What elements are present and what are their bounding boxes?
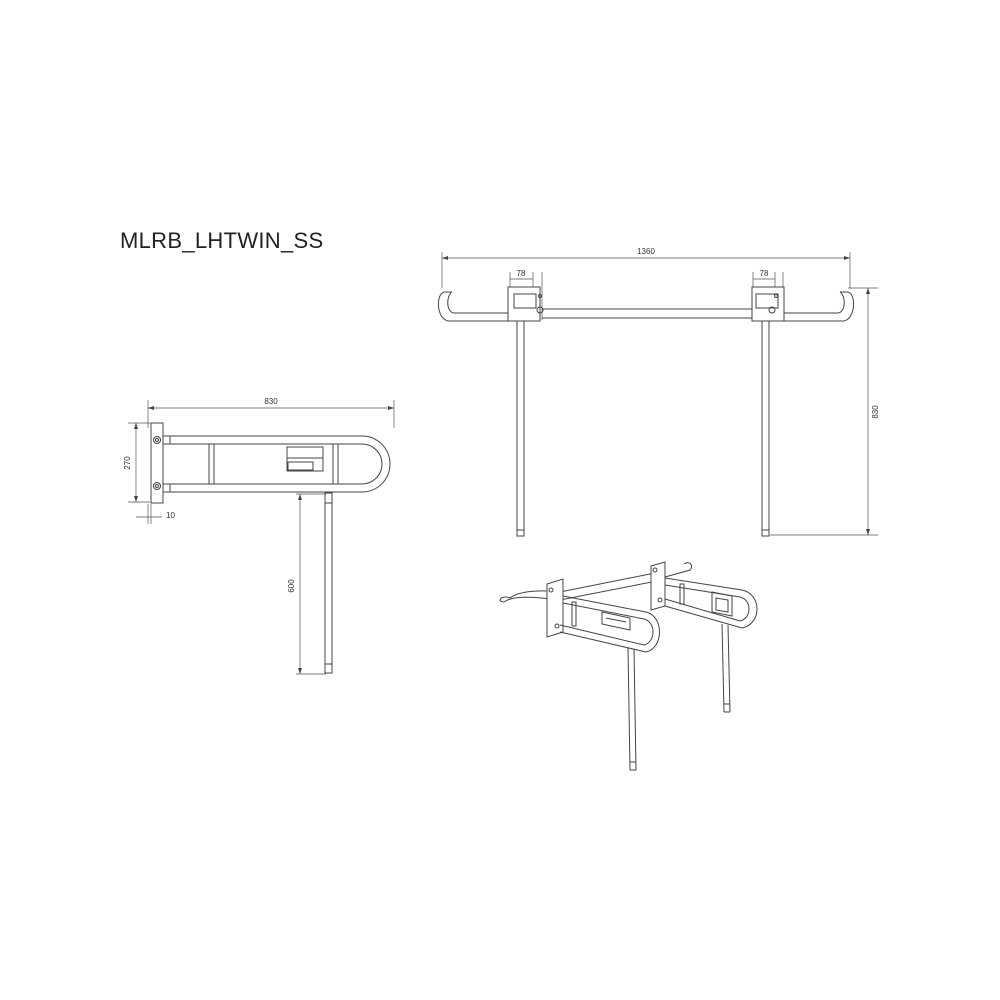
dimension-830: 830 (147, 397, 395, 428)
dim-label-830: 830 (264, 397, 278, 406)
support-leg (324, 492, 333, 674)
iso-leg-left (627, 647, 637, 771)
rail-left-hook (438, 291, 508, 322)
bracket-right (751, 286, 785, 322)
dim-label-830-vertical: 830 (871, 405, 880, 419)
drawing-title: MLRB_LHTWIN_SS (120, 228, 324, 253)
center-rail (542, 308, 752, 319)
isometric-view (499, 561, 758, 771)
side-view: 830 270 10 (123, 397, 395, 675)
dim-label-10: 10 (166, 511, 175, 520)
dimension-270: 270 (123, 422, 150, 503)
bracket-left (507, 286, 544, 322)
dimension-830-vertical: 830 (770, 287, 880, 536)
leg-right (761, 320, 770, 537)
dim-label-600: 600 (287, 579, 296, 593)
dim-label-1360: 1360 (637, 247, 655, 256)
iso-cross-rail (503, 571, 663, 603)
paper-holder (286, 446, 324, 472)
dim-label-78-left: 78 (517, 269, 526, 278)
dim-label-78-right: 78 (760, 269, 769, 278)
leg-left (516, 320, 525, 537)
dim-label-270: 270 (123, 456, 132, 470)
grab-rail (163, 435, 391, 493)
iso-leg-right (721, 623, 731, 713)
front-view: 1360 78 78 (438, 247, 880, 537)
dimension-1360: 1360 (441, 247, 851, 288)
dimension-600: 600 (287, 493, 326, 675)
wall-plate (150, 422, 164, 504)
iso-rail-right (664, 577, 758, 629)
iso-rail-left (559, 595, 660, 653)
dimension-10: 10 (136, 504, 175, 524)
iso-wall-plate-left (546, 578, 564, 638)
rail-right-hook (784, 291, 854, 322)
